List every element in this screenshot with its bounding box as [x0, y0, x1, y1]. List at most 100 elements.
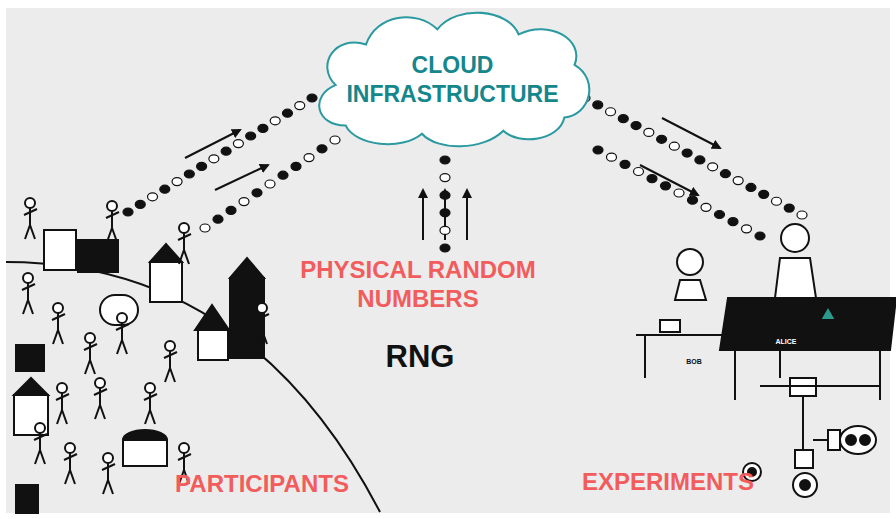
- bead: [746, 183, 756, 191]
- bead: [440, 244, 450, 252]
- bead: [317, 145, 327, 153]
- bead: [304, 154, 314, 162]
- bead: [148, 193, 158, 201]
- bead: [759, 190, 769, 198]
- person-head: [85, 333, 95, 343]
- person-body: [94, 388, 107, 419]
- bead: [123, 208, 133, 216]
- bead: [135, 200, 145, 208]
- person-head: [57, 383, 67, 393]
- cloud-shape: CLOUD INFRASTRUCTURE: [305, 4, 600, 156]
- table-tag: ALICE: [766, 338, 806, 346]
- bead: [771, 197, 781, 205]
- person-body: [256, 313, 269, 344]
- bead: [258, 124, 268, 132]
- people: [22, 198, 269, 494]
- rng-title: RNG: [360, 338, 480, 375]
- person-body: [24, 208, 37, 239]
- bead: [295, 102, 305, 110]
- person-head: [145, 383, 155, 393]
- person-body: [64, 453, 77, 484]
- bead: [197, 162, 207, 170]
- bead: [213, 215, 223, 223]
- bead: [733, 177, 743, 185]
- bead: [246, 132, 256, 140]
- bead: [755, 232, 765, 240]
- bead: [647, 175, 657, 183]
- rng-label: PHYSICAL RANDOM NUMBERS: [298, 256, 538, 314]
- person-body: [102, 463, 115, 494]
- bead: [160, 185, 170, 193]
- bead: [607, 153, 617, 161]
- bead: [784, 204, 794, 212]
- person-head: [95, 378, 105, 388]
- bead: [209, 155, 219, 163]
- bead: [661, 182, 671, 190]
- person-body: [178, 233, 191, 264]
- bead: [797, 211, 807, 219]
- person-head: [257, 303, 267, 313]
- person-head: [103, 453, 113, 463]
- bead: [674, 189, 684, 197]
- person-head: [117, 313, 127, 323]
- person-body: [56, 393, 69, 424]
- group-label: EXPERIMENTS: [558, 468, 778, 497]
- person-head: [179, 443, 189, 453]
- person-head: [179, 223, 189, 233]
- bead: [184, 170, 194, 178]
- group-label: PARTICIPANTS: [147, 470, 377, 499]
- bead: [644, 128, 654, 136]
- bead: [701, 203, 711, 211]
- bead: [606, 108, 616, 116]
- bead: [440, 191, 450, 199]
- bead: [669, 142, 679, 150]
- bead: [593, 101, 603, 109]
- bead: [172, 178, 182, 186]
- bead: [270, 117, 280, 125]
- person-head: [165, 341, 175, 351]
- bead: [239, 198, 249, 206]
- cloud-outline: [305, 4, 600, 156]
- bead: [221, 147, 231, 155]
- person-body: [84, 343, 97, 374]
- person-body: [144, 393, 157, 424]
- person-head: [35, 423, 45, 433]
- bead: [708, 163, 718, 171]
- bead: [657, 135, 667, 143]
- bead: [307, 94, 317, 102]
- bead: [282, 109, 292, 117]
- cloud-label: CLOUD INFRASTRUCTURE: [333, 51, 573, 109]
- person-head: [25, 198, 35, 208]
- table-tag: BOB: [674, 358, 714, 366]
- bead: [291, 162, 301, 170]
- bead: [728, 218, 738, 226]
- bead: [715, 211, 725, 219]
- person-body: [22, 283, 35, 314]
- bead: [252, 189, 262, 197]
- bead: [682, 149, 692, 157]
- bead: [440, 226, 450, 234]
- bead: [620, 160, 630, 168]
- bead: [440, 174, 450, 182]
- bead: [200, 224, 210, 232]
- bead: [695, 156, 705, 164]
- person-body: [34, 433, 47, 464]
- person-head: [107, 201, 117, 211]
- lab-tables: [636, 224, 896, 497]
- person-body: [164, 351, 177, 382]
- bead: [593, 146, 603, 154]
- person-body: [116, 323, 129, 354]
- bead: [618, 115, 628, 123]
- person-body: [106, 211, 119, 242]
- bead: [742, 225, 752, 233]
- bead: [233, 140, 243, 148]
- bead: [688, 196, 698, 204]
- person-head: [53, 303, 63, 313]
- person-body: [52, 313, 65, 344]
- person-head: [65, 443, 75, 453]
- bead: [634, 168, 644, 176]
- bead: [278, 171, 288, 179]
- bead: [631, 122, 641, 130]
- bead: [440, 209, 450, 217]
- bead: [330, 136, 340, 144]
